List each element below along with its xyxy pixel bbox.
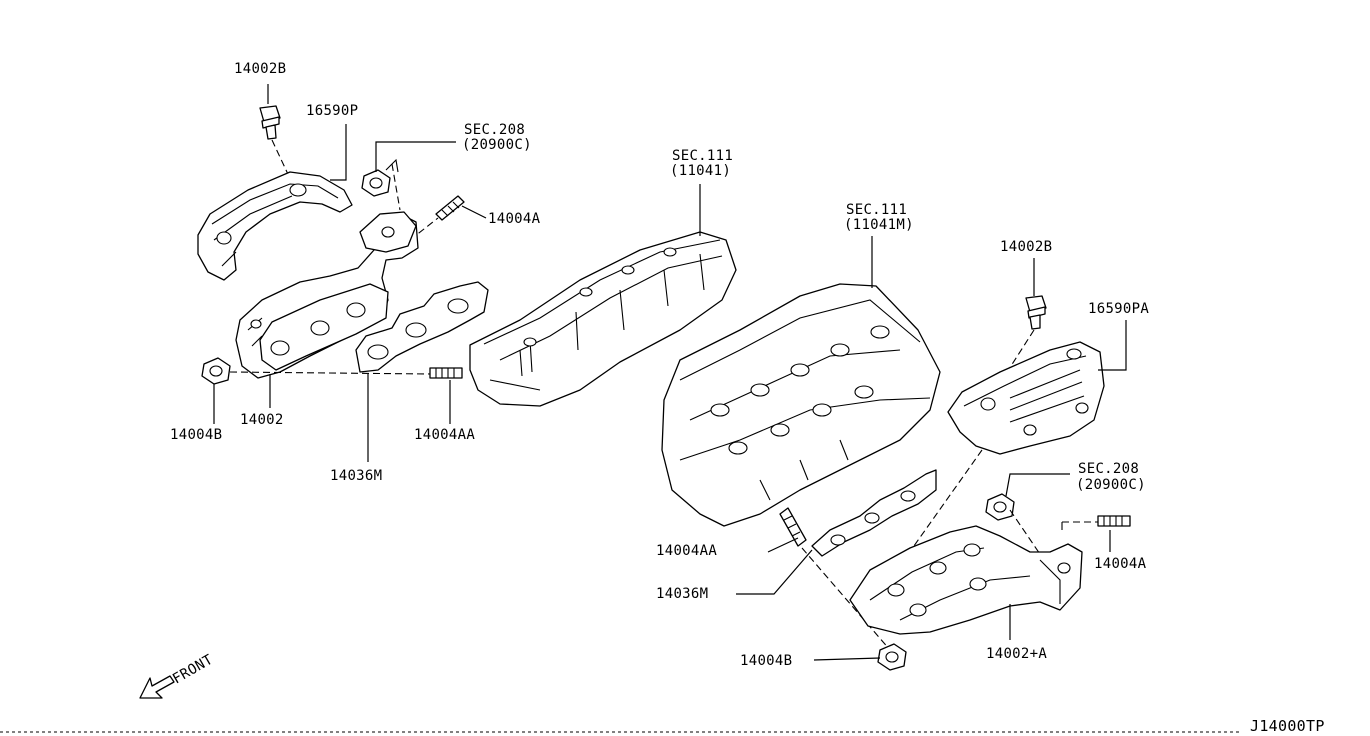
cylinder-head-right	[661, 283, 941, 527]
bolt-right	[1025, 295, 1047, 330]
label-sec111-left-2: (11041)	[670, 163, 731, 179]
stud-right-bottom	[779, 507, 807, 547]
gasket-left	[355, 281, 489, 373]
exhaust-manifold-right	[849, 525, 1083, 635]
stud-left-top	[435, 195, 465, 221]
label-cover-left: 16590P	[306, 103, 358, 119]
label-nut-right: 14004B	[740, 653, 792, 669]
label-sec208-right-1: SEC.208	[1078, 461, 1139, 477]
leader-sec208-right	[1005, 473, 1070, 497]
label-stud-right-bottom: 14004AA	[656, 543, 717, 559]
label-sec208-left-2: (20900C)	[462, 137, 532, 153]
label-nut-left: 14004B	[170, 427, 222, 443]
heat-cover-left	[197, 171, 353, 281]
stud-left-bottom	[429, 367, 463, 379]
label-manifold-right: 14002+A	[986, 646, 1047, 662]
label-bolt-left: 14002B	[234, 61, 286, 77]
leader-stud-left-top	[461, 205, 487, 219]
label-gasket-right: 14036M	[656, 586, 708, 602]
nut-right	[877, 643, 907, 671]
gasket-right	[811, 469, 937, 557]
bolt-left	[259, 105, 281, 140]
diagram-code: J14000TP	[1250, 717, 1325, 735]
label-gasket-left: 14036M	[330, 468, 382, 484]
leader-sec208-left	[375, 141, 456, 172]
leader-gasket-right	[736, 549, 813, 595]
label-sec208-left-1: SEC.208	[464, 122, 525, 138]
leader-stud-right-bottom	[767, 537, 799, 553]
leader-cover-left	[330, 124, 347, 181]
label-bolt-right: 14002B	[1000, 239, 1052, 255]
front-arrow-icon	[139, 675, 175, 699]
cylinder-head-left	[469, 231, 737, 407]
label-sec111-left-1: SEC.111	[672, 148, 733, 164]
heat-cover-right	[947, 341, 1105, 455]
front-label: FRONT	[170, 652, 216, 688]
label-sec111-right-2: (11041M)	[844, 217, 914, 233]
label-manifold-left: 14002	[240, 412, 284, 428]
nut-left	[201, 357, 231, 385]
nut-sec208-right	[985, 493, 1015, 521]
leader-cover-right	[1098, 320, 1127, 371]
leader-nut-right	[813, 657, 881, 661]
nut-sec208-left	[361, 169, 391, 197]
stud-right-top	[1097, 515, 1131, 527]
label-sec111-right-1: SEC.111	[846, 202, 907, 218]
label-stud-right-top: 14004A	[1094, 556, 1147, 572]
label-sec208-right-2: (20900C)	[1076, 477, 1146, 493]
label-stud-left-bottom: 14004AA	[414, 427, 475, 443]
label-cover-right: 16590PA	[1088, 301, 1149, 317]
exhaust-manifold-left	[235, 211, 419, 379]
label-stud-left-top: 14004A	[488, 211, 541, 227]
